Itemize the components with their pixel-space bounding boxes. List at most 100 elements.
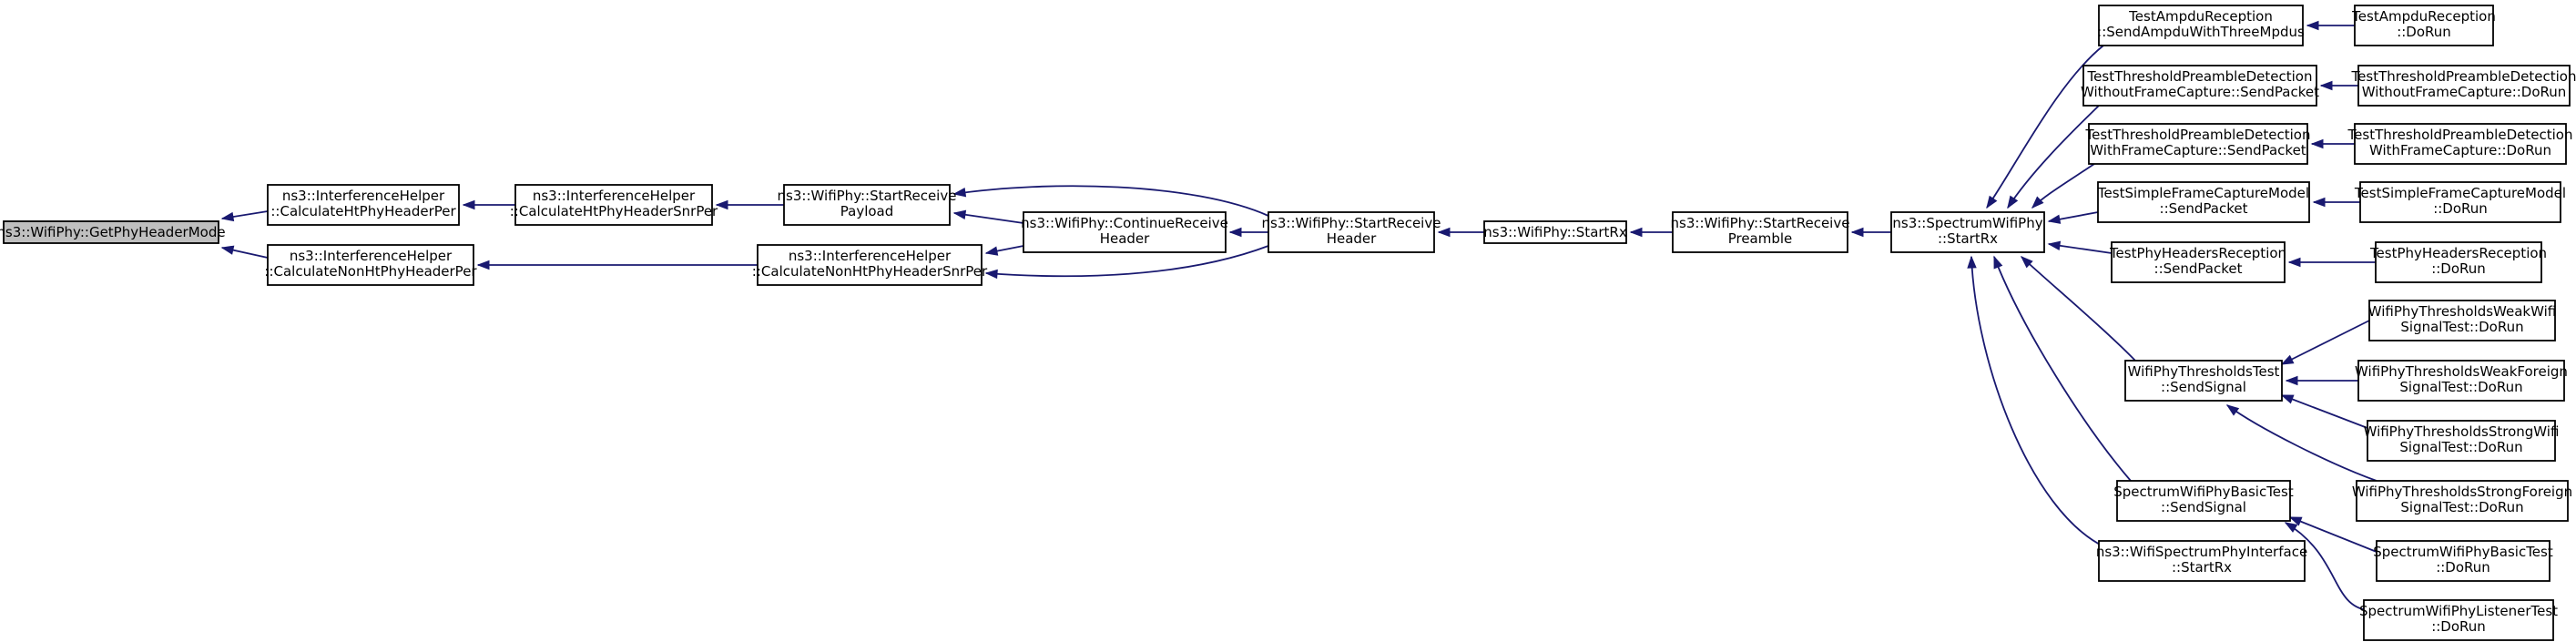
node-box bbox=[2367, 420, 2556, 462]
arrowhead-n21-n13 bbox=[2310, 138, 2324, 149]
node-box bbox=[2111, 241, 2286, 283]
graph-node[interactable]: SpectrumWifiPhyBasicTest::DoRun bbox=[2373, 540, 2553, 582]
graph-node[interactable]: WifiPhyThresholdsWeakForeignSignalTest::… bbox=[2355, 360, 2568, 402]
graph-node[interactable]: ns3::SpectrumWifiPhy::StartRx bbox=[1890, 211, 2045, 253]
graph-node[interactable]: SpectrumWifiPhyBasicTest::SendSignal bbox=[2113, 480, 2294, 522]
edge-n7-n5 bbox=[985, 245, 1269, 278]
node-box bbox=[757, 244, 983, 286]
graph-node[interactable]: TestPhyHeadersReception::DoRun bbox=[2369, 241, 2547, 283]
node-label-line: Payload bbox=[840, 203, 894, 219]
node-box bbox=[2368, 300, 2556, 341]
arrowhead-n24-n16 bbox=[2280, 354, 2295, 365]
graph-node[interactable]: WifiPhyThresholdsStrongWifiSignalTest::D… bbox=[2364, 420, 2560, 462]
node-label-line: ::CalculateNonHtPhyHeaderPer bbox=[264, 263, 477, 280]
node-label-line: SpectrumWifiPhyBasicTest bbox=[2113, 484, 2294, 500]
node-label-line: Header bbox=[1327, 230, 1377, 247]
node-label-line: TestSimpleFrameCaptureModel bbox=[2354, 185, 2566, 201]
graph-node[interactable]: TestThresholdPreambleDetectionWithoutFra… bbox=[2081, 65, 2319, 107]
graph-node[interactable]: ns3::InterferenceHelper::CalculateNonHtP… bbox=[264, 244, 477, 286]
node-box bbox=[2088, 123, 2308, 165]
node-label-line: TestAmpduReception bbox=[2128, 8, 2273, 25]
node-label-line: ::SendSignal bbox=[2161, 379, 2246, 395]
node-label-line: ns3::WifiPhy::StartRx bbox=[1483, 224, 1627, 240]
node-label-line: ::DoRun bbox=[2431, 260, 2486, 277]
graph-nodes: ns3::WifiPhy::GetPhyHeaderModens3::Inter… bbox=[0, 5, 2576, 641]
edge-n29-n17 bbox=[2285, 522, 2368, 611]
arrowhead-n18-n10 bbox=[1967, 255, 1977, 269]
graph-node[interactable]: WifiPhyThresholdsWeakWifiSignalTest::DoR… bbox=[2368, 300, 2556, 341]
node-box bbox=[1268, 211, 1435, 253]
node-label-line: ns3::WifiPhy::StartReceive bbox=[778, 188, 957, 204]
graph-node[interactable]: TestSimpleFrameCaptureModel::DoRun bbox=[2354, 181, 2566, 223]
node-box bbox=[267, 244, 474, 286]
graph-node[interactable]: SpectrumWifiPhyListenerTest::DoRun bbox=[2359, 599, 2558, 641]
node-label-line: ::SendPacket bbox=[2154, 260, 2243, 277]
edge-n11-n10 bbox=[1986, 45, 2104, 209]
graph-node[interactable]: TestSimpleFrameCaptureModel::SendPacket bbox=[2097, 181, 2310, 223]
node-label-line: ::SendAmpduWithThreeMpdus bbox=[2097, 24, 2305, 40]
node-label-line: WifiPhyThresholdsWeakWifi bbox=[2368, 303, 2556, 320]
node-box bbox=[2098, 5, 2304, 46]
arrowhead-n10-n9 bbox=[1850, 227, 1864, 238]
node-label-line: ::DoRun bbox=[2397, 24, 2451, 40]
arrowhead-n14-n10 bbox=[2047, 214, 2062, 224]
node-label-line: WifiPhyThresholdsStrongForeign bbox=[2352, 484, 2572, 500]
graph-node[interactable]: ns3::WifiPhy::StartRx bbox=[1483, 220, 1627, 244]
node-label-line: TestSimpleFrameCaptureModel bbox=[2097, 185, 2309, 201]
node-label-line: SignalTest::DoRun bbox=[2400, 319, 2523, 335]
arrowhead-n29-n17 bbox=[2284, 522, 2298, 533]
edge-n24-n16 bbox=[2281, 320, 2370, 365]
node-box bbox=[2357, 360, 2565, 402]
node-box bbox=[1023, 211, 1227, 253]
node-box bbox=[2357, 65, 2571, 107]
arrowhead-n26-n16 bbox=[2280, 394, 2295, 404]
arrowhead-n7-n6 bbox=[1228, 227, 1242, 238]
node-label-line: ::SendSignal bbox=[2161, 499, 2246, 515]
graph-node[interactable]: TestThresholdPreambleDetectionWithFrameC… bbox=[2347, 123, 2573, 165]
node-label-line: WithoutFrameCapture::DoRun bbox=[2362, 84, 2567, 100]
node-box bbox=[2116, 480, 2291, 522]
node-box bbox=[267, 184, 460, 226]
graph-node[interactable]: WifiPhyThresholdsTest::SendSignal bbox=[2124, 360, 2283, 402]
graph-node[interactable]: ns3::InterferenceHelper::CalculateHtPhyH… bbox=[267, 184, 460, 226]
node-label-line: Header bbox=[1100, 230, 1150, 247]
arrowhead-n6-n4 bbox=[952, 209, 967, 219]
graph-node[interactable]: TestThresholdPreambleDetectionWithoutFra… bbox=[2351, 65, 2576, 107]
graph-node[interactable]: TestPhyHeadersReception::SendPacket bbox=[2109, 241, 2286, 283]
arrowhead-n25-n16 bbox=[2285, 375, 2298, 386]
graph-node[interactable]: TestAmpduReception::SendAmpduWithThreeMp… bbox=[2097, 5, 2305, 46]
node-label-line: ns3::InterferenceHelper bbox=[282, 188, 445, 204]
node-label-line: WithoutFrameCapture::SendPacket bbox=[2081, 84, 2319, 100]
arrowhead-n7-n4 bbox=[952, 188, 967, 198]
node-box bbox=[783, 184, 951, 226]
node-label-line: Preamble bbox=[1728, 230, 1793, 247]
graph-node[interactable]: ns3::InterferenceHelper::CalculateHtPhyH… bbox=[510, 184, 718, 226]
node-box bbox=[2082, 65, 2317, 107]
node-label-line: ns3::InterferenceHelper bbox=[789, 248, 952, 264]
node-box bbox=[2375, 241, 2542, 283]
node-label-line: ::CalculateHtPhyHeaderPer bbox=[270, 203, 456, 219]
arrowhead-n15-n10 bbox=[2047, 240, 2062, 250]
node-label-line: ns3::WifiPhy::StartReceive bbox=[1262, 215, 1441, 231]
graph-node[interactable]: ns3::InterferenceHelper::CalculateNonHtP… bbox=[752, 244, 988, 286]
arrowhead-n12-n10 bbox=[2007, 195, 2019, 209]
node-label-line: ns3::SpectrumWifiPhy bbox=[1892, 215, 2042, 231]
edge-n28-n17 bbox=[2289, 516, 2377, 553]
graph-node[interactable]: TestAmpduReception::DoRun bbox=[2351, 5, 2496, 46]
arrowhead-n6-n5 bbox=[984, 246, 999, 256]
graph-node[interactable]: TestThresholdPreambleDetectionWithFrameC… bbox=[2085, 123, 2311, 165]
node-label-line: TestPhyHeadersReception bbox=[2109, 245, 2286, 261]
arrowhead-n27-n16 bbox=[2225, 404, 2240, 416]
node-box bbox=[1672, 211, 1848, 253]
graph-node[interactable]: WifiPhyThresholdsStrongForeignSignalTest… bbox=[2352, 480, 2572, 522]
arrowhead-n2-n0 bbox=[220, 245, 235, 255]
node-label-line: ns3::InterferenceHelper bbox=[290, 248, 453, 264]
node-root[interactable]: ns3::WifiPhy::GetPhyHeaderMode bbox=[0, 220, 226, 244]
node-label-line: ns3::InterferenceHelper bbox=[533, 188, 696, 204]
node-box bbox=[3, 220, 219, 244]
graph-node[interactable]: ns3::WifiSpectrumPhyInterface::StartRx bbox=[2096, 540, 2307, 582]
